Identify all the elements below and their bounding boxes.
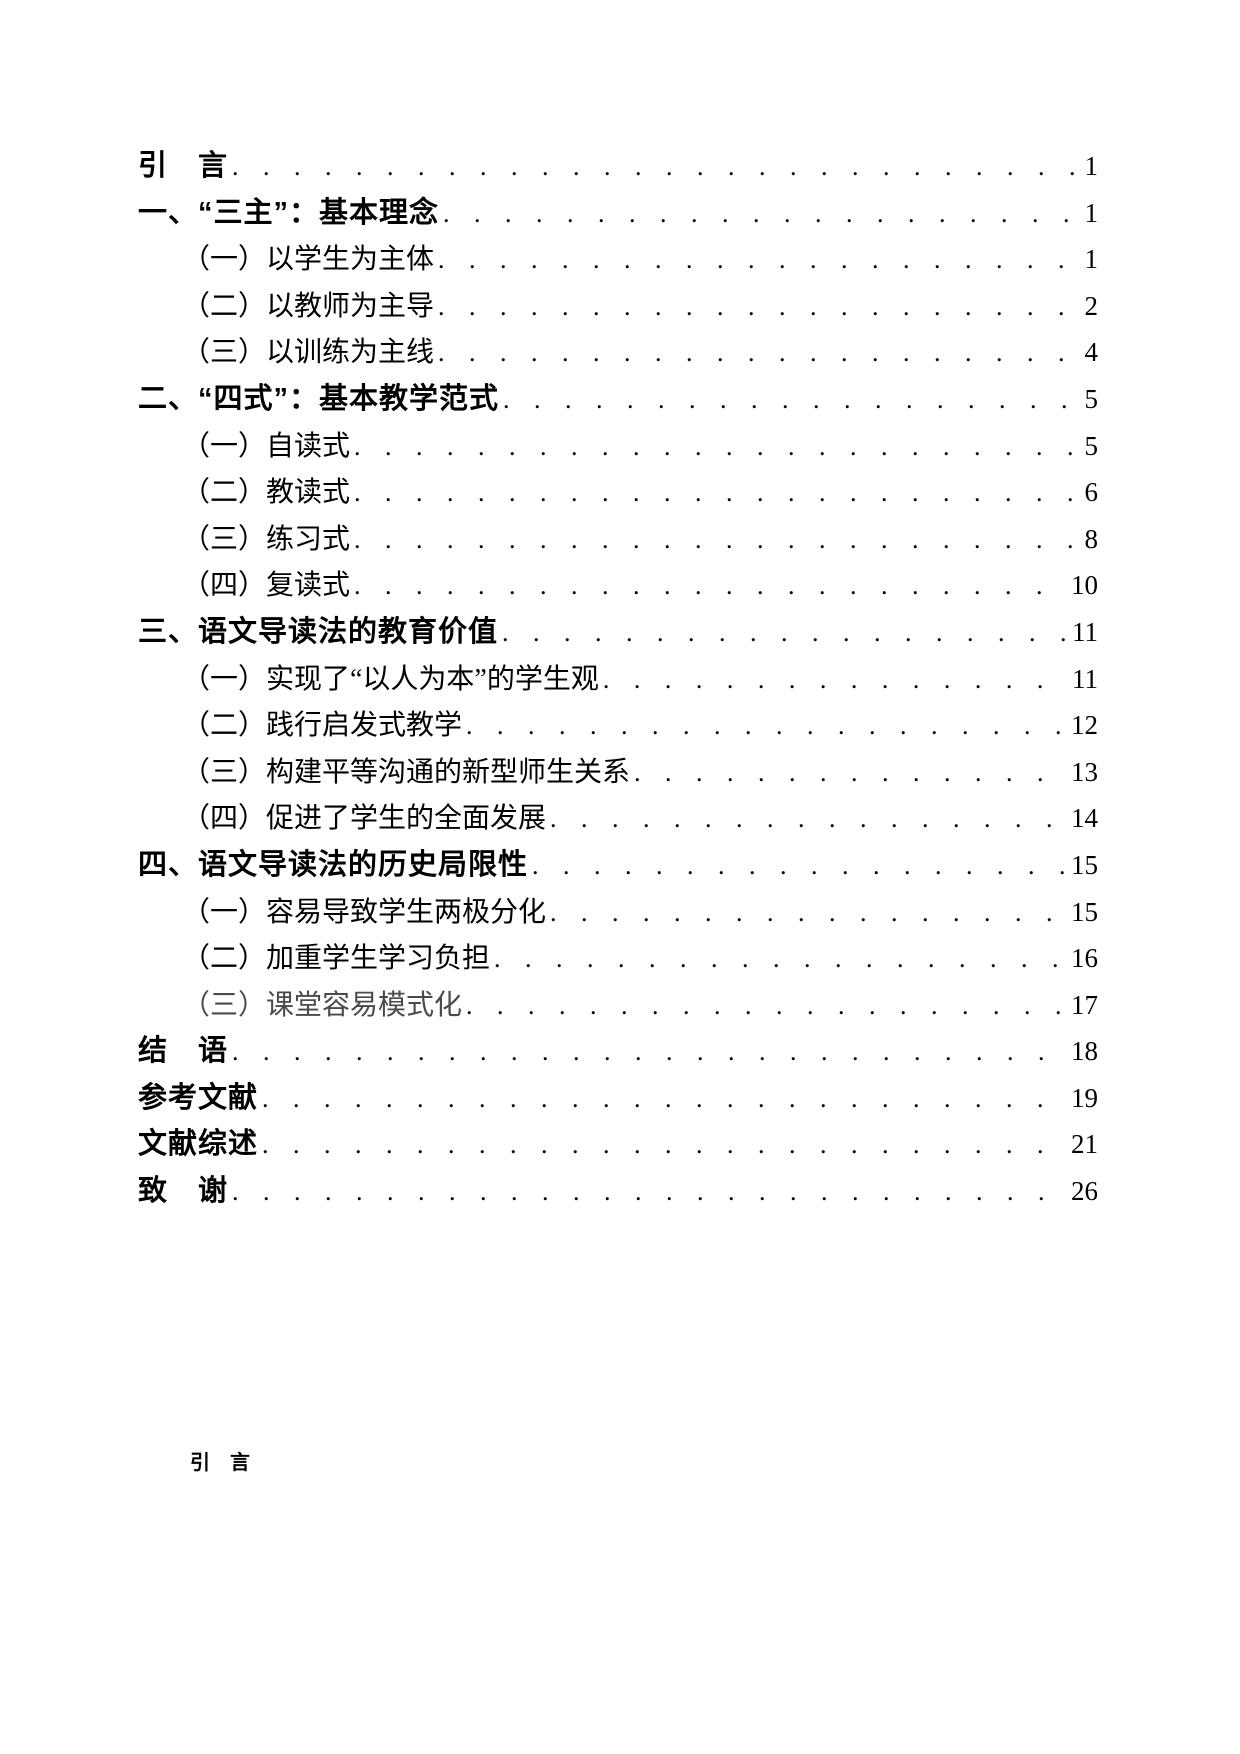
- toc-entry-references[interactable]: 参考文献 19: [138, 1075, 1098, 1122]
- toc-dot-leader: [232, 1029, 1067, 1075]
- toc-dot-leader: [354, 563, 1067, 609]
- toc-entry-section-2-4[interactable]: （四）复读式 10: [138, 562, 1098, 609]
- table-of-contents: 引 言 1 一、“三主”：基本理念 1 （一）以学生为主体 1 （二）以教师为主…: [138, 143, 1098, 1215]
- toc-entry-label: 结 语: [138, 1035, 229, 1068]
- toc-dot-leader: [502, 610, 1068, 656]
- toc-entry-section-3-4[interactable]: （四）促进了学生的全面发展 14: [138, 795, 1098, 842]
- toc-dot-leader: [443, 191, 1080, 237]
- toc-entry-section-1-3[interactable]: （三）以训练为主线 4: [138, 329, 1098, 376]
- toc-entry-page: 19: [1071, 1082, 1098, 1113]
- toc-entry-label: （三）构建平等沟通的新型师生关系: [182, 756, 631, 788]
- toc-entry-page: 4: [1084, 337, 1099, 368]
- toc-dot-leader: [466, 703, 1067, 749]
- toc-entry-page: 10: [1071, 570, 1098, 601]
- toc-dot-leader: [634, 750, 1067, 796]
- toc-entry-chapter-1[interactable]: 一、“三主”：基本理念 1: [138, 190, 1098, 237]
- toc-entry-label: （三）课堂容易模式化: [182, 989, 463, 1021]
- toc-entry-page: 11: [1072, 663, 1098, 694]
- toc-dot-leader: [354, 470, 1080, 516]
- toc-entry-label: 三、语文导读法的教育价值: [138, 615, 499, 648]
- toc-entry-label: （三）以训练为主线: [182, 337, 435, 369]
- toc-entry-section-2-3[interactable]: （三）练习式 8: [138, 516, 1098, 563]
- toc-dot-leader: [466, 983, 1067, 1029]
- toc-entry-page: 14: [1071, 803, 1098, 834]
- toc-entry-page: 16: [1071, 943, 1098, 974]
- toc-entry-literature-review[interactable]: 文献综述 21: [138, 1121, 1098, 1168]
- toc-entry-page: 1: [1084, 197, 1099, 228]
- toc-dot-leader: [438, 330, 1080, 376]
- toc-dot-leader: [232, 144, 1080, 190]
- toc-dot-leader: [354, 424, 1080, 470]
- toc-entry-section-2-2[interactable]: （二）教读式 6: [138, 469, 1098, 516]
- toc-entry-page: 5: [1084, 383, 1099, 414]
- toc-entry-chapter-3[interactable]: 三、语文导读法的教育价值 11: [138, 609, 1098, 656]
- toc-entry-page: 12: [1071, 710, 1098, 741]
- toc-entry-label: 四、语文导读法的历史局限性: [138, 848, 529, 881]
- toc-dot-leader: [550, 796, 1067, 842]
- toc-entry-page: 18: [1071, 1036, 1098, 1067]
- toc-dot-leader: [438, 284, 1080, 330]
- toc-entry-label: 一、“三主”：基本理念: [138, 196, 440, 229]
- toc-entry-section-2-1[interactable]: （一）自读式 5: [138, 423, 1098, 470]
- toc-dot-leader: [354, 517, 1080, 563]
- toc-dot-leader: [438, 237, 1080, 283]
- toc-dot-leader: [262, 1076, 1067, 1122]
- toc-entry-label: （三）练习式: [182, 523, 351, 555]
- toc-entry-conclusion[interactable]: 结 语 18: [138, 1028, 1098, 1075]
- toc-entry-label: （一）实现了“以人为本”的学生观: [182, 663, 599, 695]
- section-heading-introduction: 引 言: [190, 1452, 250, 1474]
- toc-entry-section-4-1[interactable]: （一）容易导致学生两极分化 15: [138, 889, 1098, 936]
- toc-entry-page: 13: [1071, 756, 1098, 787]
- toc-entry-section-3-3[interactable]: （三）构建平等沟通的新型师生关系 13: [138, 749, 1098, 796]
- toc-dot-leader: [503, 377, 1080, 423]
- toc-entry-page: 1: [1084, 244, 1099, 275]
- toc-entry-page: 1: [1084, 151, 1099, 181]
- toc-entry-label: （一）容易导致学生两极分化: [182, 896, 547, 928]
- toc-entry-label: （四）促进了学生的全面发展: [182, 803, 547, 835]
- toc-entry-page: 15: [1071, 896, 1098, 927]
- toc-entry-intro[interactable]: 引 言 1: [138, 143, 1098, 190]
- toc-entry-label: 致 谢: [138, 1175, 229, 1208]
- toc-entry-label: （二）教读式: [182, 477, 351, 509]
- toc-entry-label: （二）以教师为主导: [182, 290, 435, 322]
- toc-entry-label: 二、“四式”：基本教学范式: [138, 382, 500, 415]
- toc-entry-label: 引 言: [138, 150, 229, 182]
- toc-dot-leader: [550, 890, 1067, 936]
- toc-dot-leader: [232, 1169, 1067, 1215]
- toc-entry-label: （一）以学生为主体: [182, 244, 435, 276]
- toc-entry-label: 文献综述: [138, 1128, 259, 1161]
- toc-entry-section-4-3[interactable]: （三）课堂容易模式化 17: [138, 982, 1098, 1029]
- toc-entry-label: （二）践行启发式教学: [182, 710, 463, 742]
- toc-entry-page: 5: [1084, 430, 1099, 461]
- toc-entry-page: 2: [1084, 290, 1099, 321]
- toc-entry-page: 8: [1084, 523, 1099, 554]
- toc-entry-acknowledgements[interactable]: 致 谢 26: [138, 1168, 1098, 1215]
- toc-entry-page: 6: [1084, 477, 1099, 508]
- toc-entry-page: 11: [1072, 616, 1098, 647]
- toc-dot-leader: [262, 1122, 1067, 1168]
- toc-entry-section-4-2[interactable]: （二）加重学生学习负担 16: [138, 935, 1098, 982]
- toc-entry-page: 21: [1071, 1129, 1098, 1160]
- toc-entry-label: （二）加重学生学习负担: [182, 943, 491, 975]
- toc-entry-section-3-1[interactable]: （一）实现了“以人为本”的学生观 11: [138, 656, 1098, 703]
- toc-entry-section-1-1[interactable]: （一）以学生为主体 1: [138, 236, 1098, 283]
- toc-entry-chapter-4[interactable]: 四、语文导读法的历史局限性 15: [138, 842, 1098, 889]
- toc-entry-page: 15: [1071, 849, 1098, 880]
- toc-entry-page: 26: [1071, 1176, 1098, 1207]
- toc-entry-section-3-2[interactable]: （二）践行启发式教学 12: [138, 702, 1098, 749]
- toc-dot-leader: [494, 936, 1067, 982]
- toc-entry-section-1-2[interactable]: （二）以教师为主导 2: [138, 283, 1098, 330]
- toc-entry-label: （四）复读式: [182, 570, 351, 602]
- toc-dot-leader: [603, 657, 1068, 703]
- toc-entry-chapter-2[interactable]: 二、“四式”：基本教学范式 5: [138, 376, 1098, 423]
- toc-entry-label: 参考文献: [138, 1081, 259, 1114]
- toc-entry-label: （一）自读式: [182, 430, 351, 462]
- toc-entry-page: 17: [1071, 989, 1098, 1020]
- toc-dot-leader: [532, 843, 1067, 889]
